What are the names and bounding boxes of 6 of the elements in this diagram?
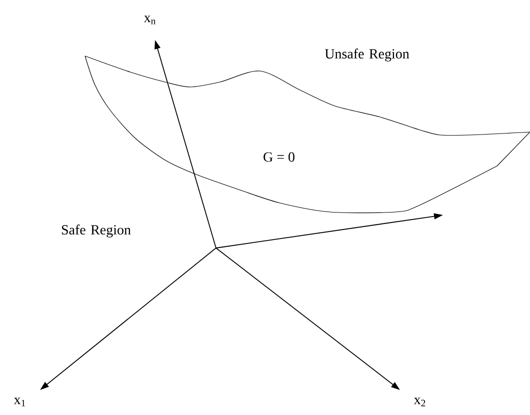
axis-label: x$_{2}$ [414, 398, 426, 406]
surface-label: G = 0 [264, 152, 294, 162]
region-label: Unsafe Region [324, 48, 410, 62]
region-label: Safe Region [62, 224, 131, 238]
axis-label: x$_{n}$ [144, 16, 156, 24]
axis-label: x$_{1}$ [14, 398, 26, 406]
